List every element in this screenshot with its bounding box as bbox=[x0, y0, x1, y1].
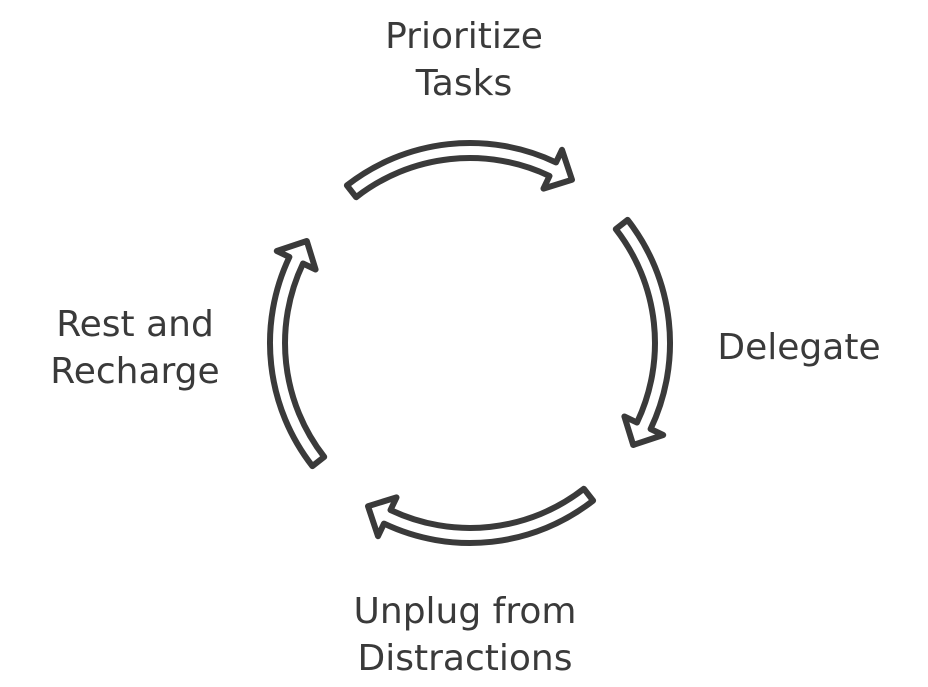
step-label-line: Tasks bbox=[415, 63, 513, 104]
step-label-line: Prioritize bbox=[385, 16, 543, 57]
arrow-unplug-to-rest bbox=[365, 485, 597, 546]
step-label-line: Rest and bbox=[56, 304, 214, 345]
step-label-line: Recharge bbox=[50, 351, 220, 392]
step-label-unplug-from-distractions: Unplug from Distractions bbox=[330, 588, 600, 682]
step-label-line: Distractions bbox=[357, 638, 573, 679]
arrow-delegate-to-unplug bbox=[612, 216, 673, 448]
step-label-line: Unplug from bbox=[353, 591, 577, 632]
step-label-line: Delegate bbox=[717, 327, 881, 368]
step-label-delegate: Delegate bbox=[704, 324, 894, 371]
arrow-rest-to-prioritize bbox=[267, 238, 328, 470]
arrow-prioritize-to-delegate bbox=[343, 140, 575, 201]
step-label-rest-and-recharge: Rest and Recharge bbox=[30, 301, 240, 395]
step-label-prioritize-tasks: Prioritize Tasks bbox=[364, 13, 564, 107]
